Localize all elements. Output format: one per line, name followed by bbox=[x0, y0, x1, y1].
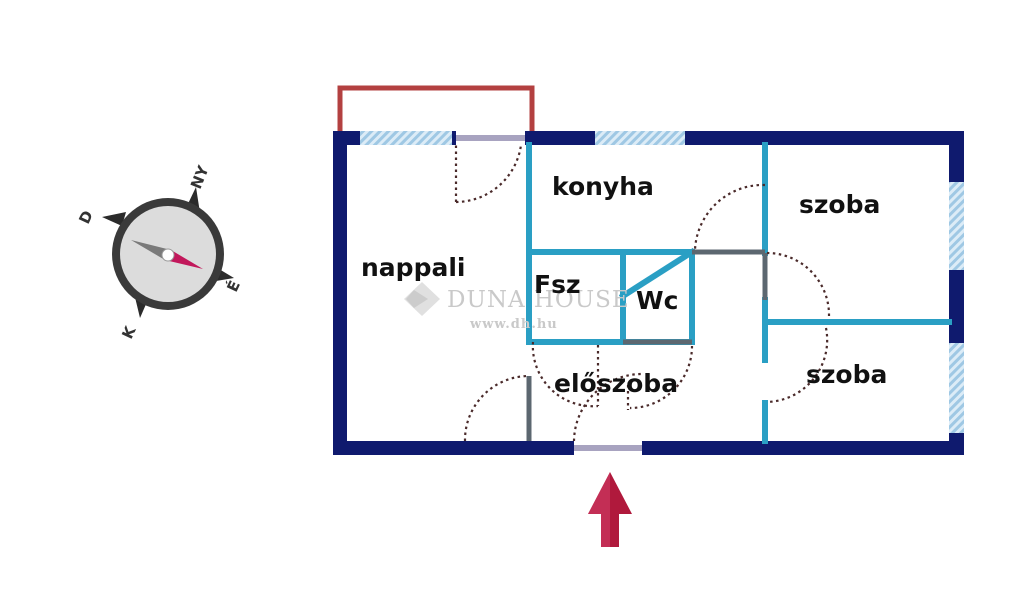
watermark-url: www.dh.hu bbox=[469, 317, 558, 332]
compass-letter-south: K bbox=[118, 322, 140, 341]
partition-walls bbox=[526, 249, 768, 441]
compass-letter-west: D bbox=[75, 208, 97, 227]
door-swings bbox=[454, 144, 831, 442]
compass-icon: NY D É K bbox=[75, 162, 244, 342]
room-label-nappali: nappali bbox=[361, 253, 465, 282]
watermark: DUNA HOUSE www.dh.hu bbox=[404, 282, 630, 332]
compass-pointer-west bbox=[102, 212, 126, 226]
room-label-szoba-bottom: szoba bbox=[806, 360, 887, 389]
door-openings bbox=[456, 131, 642, 455]
windows bbox=[360, 131, 964, 433]
room-label-konyha: konyha bbox=[552, 172, 654, 201]
inner-walls bbox=[526, 142, 952, 444]
compass-letter-east: É bbox=[222, 277, 244, 294]
room-label-wc: Wc bbox=[636, 286, 678, 315]
compass-letter-north: NY bbox=[187, 162, 213, 192]
room-label-szoba-top: szoba bbox=[799, 190, 880, 219]
compass-needle-red bbox=[165, 250, 203, 269]
watermark-brand: DUNA HOUSE bbox=[447, 287, 630, 313]
room-label-eloszoba: előszoba bbox=[554, 369, 678, 398]
duna-house-logo-icon bbox=[404, 282, 440, 316]
compass-needle-grey bbox=[131, 240, 171, 260]
entrance-arrow-icon bbox=[588, 472, 632, 547]
balcony-railing bbox=[337, 85, 535, 135]
room-label-fsz: Fsz bbox=[534, 270, 581, 299]
